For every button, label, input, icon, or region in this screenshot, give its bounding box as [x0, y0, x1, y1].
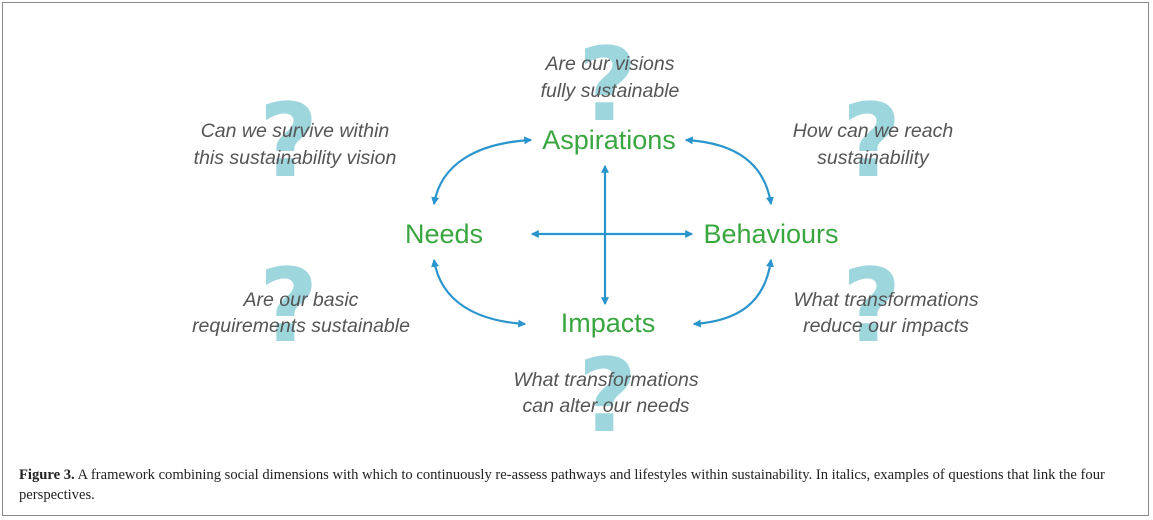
- figure-caption: Figure 3. A framework combining social d…: [19, 465, 1139, 505]
- question-top-left-line-2: this sustainability vision: [194, 147, 397, 169]
- arrow-aspirations-behaviours: [684, 136, 774, 206]
- question-bottom-left-line-1: Are our basic: [243, 289, 359, 311]
- question-mark-icon-top: ?: [578, 26, 637, 145]
- node-impacts: Impacts: [561, 308, 656, 338]
- question-top-left-line-1: Can we survive within: [201, 120, 390, 142]
- question-bottom-right-line-2: reduce our impacts: [803, 315, 969, 337]
- question-mark-icon-top-right: ?: [842, 82, 901, 201]
- question-mark-icon-bottom-left: ?: [259, 247, 318, 366]
- figure-caption-label: Figure 3.: [19, 467, 75, 483]
- question-top-right-line-1: How can we reach: [793, 120, 953, 142]
- question-top-right-line-2: sustainability: [817, 147, 930, 169]
- arrow-behaviours-impacts: [692, 258, 775, 328]
- node-behaviours: Behaviours: [703, 219, 838, 249]
- arrow-needs-aspirations: [431, 136, 533, 206]
- question-mark-icon-bottom: ?: [578, 337, 637, 456]
- question-bottom-left-line-2: requirements sustainable: [192, 315, 410, 337]
- question-bottom-line-1: What transformations: [513, 369, 699, 391]
- node-needs: Needs: [405, 219, 483, 249]
- question-top-line-1: Are our visions: [545, 53, 675, 75]
- question-mark-icon-top-left: ?: [259, 82, 318, 201]
- question-bottom-right-line-1: What transformations: [793, 289, 979, 311]
- question-top-line-2: fully sustainable: [541, 80, 680, 102]
- question-bottom-line-2: can alter our needs: [523, 395, 690, 417]
- arrow-needs-impacts: [431, 258, 527, 328]
- question-mark-icon-bottom-right: ?: [842, 247, 901, 366]
- figure-caption-text: A framework combining social dimensions …: [19, 467, 1105, 503]
- framework-diagram: ? ? ? ? ? ? Aspirations Needs Behaviours…: [192, 26, 979, 456]
- node-aspirations: Aspirations: [542, 125, 676, 155]
